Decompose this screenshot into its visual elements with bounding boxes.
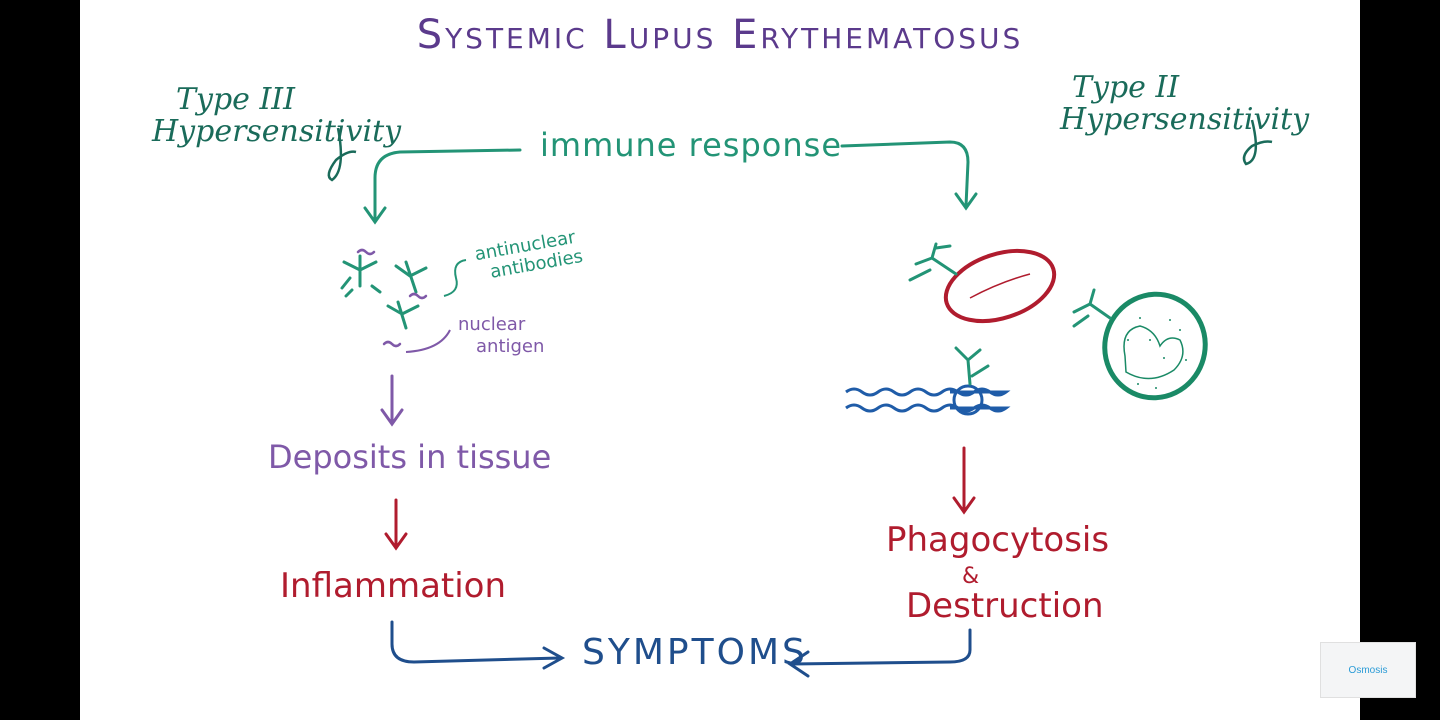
type-ii-line1: Type II — [1072, 70, 1180, 105]
antibody-on-rbc-icon — [908, 242, 958, 282]
symptoms-label: SYMPTOMS — [582, 632, 808, 673]
diagram-drawing — [327, 119, 1273, 678]
ampersand-label: & — [962, 564, 980, 589]
antinuclear-antibodies-icon — [340, 254, 428, 330]
nuclear-antigen-icon — [356, 248, 428, 348]
inflammation-label: Inflammation — [280, 566, 507, 606]
destruction-to-symptoms-arrow — [787, 628, 972, 678]
nuclear-antigen-line2: antigen — [476, 336, 545, 357]
osmosis-watermark: Osmosis — [1320, 642, 1416, 698]
type-ii-line2: Hypersensitivity — [1060, 102, 1310, 137]
nuclear-antigen-line1: nuclear — [458, 314, 526, 335]
inflammation-to-symptoms-arrow — [390, 620, 566, 670]
immune-response-label: immune response — [540, 126, 842, 164]
deposits-to-inflammation-arrow — [384, 498, 408, 551]
cells-to-phagocytosis-arrow — [952, 446, 976, 515]
type-ii-label: Type II Hypersensitivity — [1060, 72, 1309, 136]
phagocytosis-label: Phagocytosis — [886, 520, 1110, 560]
membrane-receptor-icon — [845, 384, 1011, 416]
antibody-on-receptor-icon — [954, 346, 990, 386]
deposits-in-tissue-label: Deposits in tissue — [268, 438, 552, 476]
destruction-label: Destruction — [906, 586, 1104, 626]
diagram-title: Systemic Lupus Erythematosus — [416, 12, 1024, 58]
antigen-to-deposits-arrow — [380, 374, 404, 427]
type-iii-line2: Hypersensitivity — [152, 114, 402, 149]
type-iii-line1: Type III — [176, 82, 296, 117]
antinuclear-bracket — [443, 259, 467, 297]
white-blood-cell-icon — [1102, 291, 1208, 401]
red-blood-cell-icon — [943, 248, 1057, 324]
nuclear-antigen-pointer — [405, 329, 451, 353]
immune-response-right-arrow — [840, 140, 978, 211]
type-ii-flourish — [1242, 119, 1273, 166]
antibody-on-wbc-icon — [1072, 288, 1112, 328]
slide-canvas: Systemic Lupus Erythematosus Type III Hy… — [80, 0, 1360, 720]
type-iii-label: Type III Hypersensitivity — [152, 84, 401, 148]
nuclear-antigen-label: nuclear antigen — [458, 314, 544, 358]
immune-response-left-arrow — [363, 148, 522, 225]
type-iii-flourish — [327, 127, 357, 182]
